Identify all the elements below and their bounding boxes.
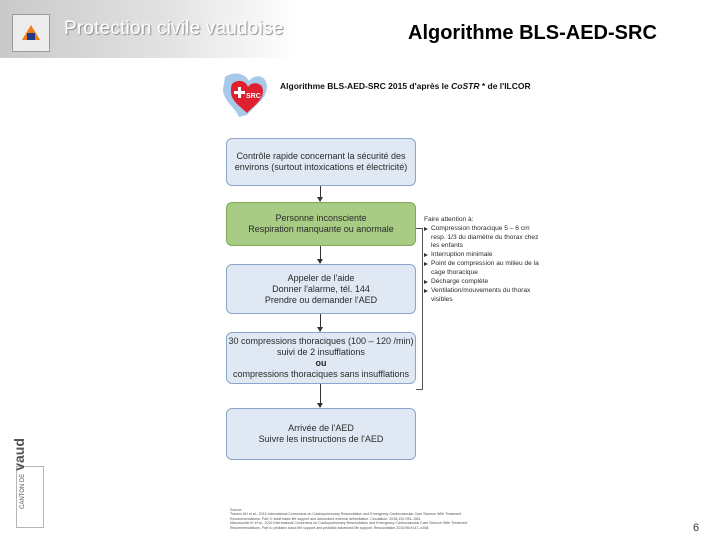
attention-title: Faire attention à: [424, 216, 474, 223]
step-call-help: Appeler de l'aide Donner l'alarme, tél. … [226, 264, 416, 314]
references: Source : Travers AH et al., 2015 Interna… [230, 508, 552, 530]
step-safety-check: Contrôle rapide concernant la sécurité d… [226, 138, 416, 186]
attention-list: Compression thoracique 5 – 6 cm resp. 1/… [424, 225, 544, 304]
reference-line: Recommendations. Part 3: adult basic lif… [230, 516, 421, 521]
references-title: Source : [230, 508, 244, 512]
heading-italic: CoSTR [451, 81, 480, 91]
slide-title: Algorithme BLS-AED-SRC [408, 22, 657, 44]
step-text: Suivre les instructions de l'AED [258, 434, 384, 444]
attention-item: Ventilation/mouvements du thorax visible… [424, 287, 544, 304]
attention-panel: Faire attention à: Compression thoraciqu… [424, 216, 544, 305]
step-text: Donner l'alarme, tél. 144 [272, 283, 370, 294]
step-text: suivi de 2 insufflations [277, 347, 365, 357]
step-text: environs (surtout intoxications et élect… [234, 162, 408, 172]
canton-big-text: vaud [11, 438, 27, 471]
reference-line: Maconochie IK et al., 2015 International… [230, 521, 468, 526]
step-or-text: ou [315, 358, 327, 368]
canton-small-text: CANTON DE [20, 473, 26, 509]
flow-arrow [317, 384, 323, 408]
src-heart-logo: SRC [223, 73, 267, 117]
canton-vaud-logo [16, 466, 44, 528]
step-text: Prendre ou demander l'AED [264, 294, 378, 305]
flow-arrow [317, 314, 323, 332]
protection-civile-logo [12, 14, 50, 52]
attention-bracket [416, 228, 423, 390]
step-text: Contrôle rapide concernant la sécurité d… [236, 151, 406, 161]
reference-line: Recommendations. Part 6: pediatric basic… [230, 525, 430, 530]
src-logo-text: SRC [246, 93, 261, 100]
step-compressions: 30 compressions thoraciques (100 – 120 /… [226, 332, 416, 384]
attention-item: Décharge complète [424, 278, 544, 286]
flowchart-heading: Algorithme BLS-AED-SRC 2015 d'après le C… [280, 80, 550, 92]
heading-bold: Algorithme BLS-AED-SRC 2015 d'après le [280, 81, 449, 91]
canton-vaud-wordmark: CANTON DE vaud [11, 438, 29, 509]
page-number: 6 [693, 522, 700, 534]
flow-arrow [317, 186, 323, 202]
organization-name: Protection civile vaudoise [64, 18, 284, 39]
attention-item: Interruption minimale [424, 251, 544, 259]
step-aed-arrival: Arrivée de l'AED Suivre les instructions… [226, 408, 416, 460]
step-text: Personne inconsciente [275, 213, 367, 223]
heading-rest: * de l'ILCOR [481, 81, 531, 91]
attention-item: Compression thoracique 5 – 6 cm resp. 1/… [424, 225, 544, 250]
step-text: Arrivée de l'AED [288, 423, 354, 433]
flow-arrow [317, 246, 323, 264]
logo-triangle-icon [22, 25, 40, 40]
step-text: compressions thoraciques sans insufflati… [233, 369, 409, 379]
step-unconscious: Personne inconsciente Respiration manqua… [226, 202, 416, 246]
header-band [0, 0, 300, 58]
step-text: 30 compressions thoraciques (100 – 120 /… [228, 336, 414, 346]
logo-square-icon [27, 33, 35, 40]
step-text: Appeler de l'aide [287, 272, 355, 283]
step-text: Respiration manquante ou anormale [248, 224, 394, 234]
attention-item: Point de compression au milieu de la cag… [424, 260, 544, 277]
reference-line: Travers AH et al., 2015 International Co… [230, 512, 462, 517]
bls-flowchart: SRC Algorithme BLS-AED-SRC 2015 d'après … [214, 58, 564, 540]
